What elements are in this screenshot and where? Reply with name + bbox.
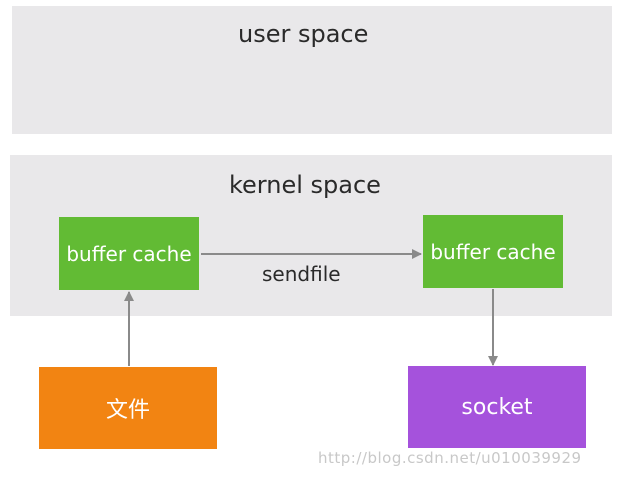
user-space-region: user space xyxy=(12,6,612,134)
socket-label: socket xyxy=(461,394,533,420)
buffer-cache-right-node: buffer cache xyxy=(423,215,563,288)
user-space-label: user space xyxy=(238,20,369,48)
watermark-text: http://blog.csdn.net/u010039929 xyxy=(318,449,582,467)
file-node: 文件 xyxy=(39,367,217,449)
buffer-cache-left-label: buffer cache xyxy=(66,241,192,266)
buffer-cache-left-node: buffer cache xyxy=(59,217,199,290)
socket-node: socket xyxy=(408,366,586,448)
kernel-space-label: kernel space xyxy=(229,171,381,199)
buffer-cache-right-label: buffer cache xyxy=(430,239,556,264)
file-label: 文件 xyxy=(105,398,150,423)
sendfile-label: sendfile xyxy=(262,262,341,286)
